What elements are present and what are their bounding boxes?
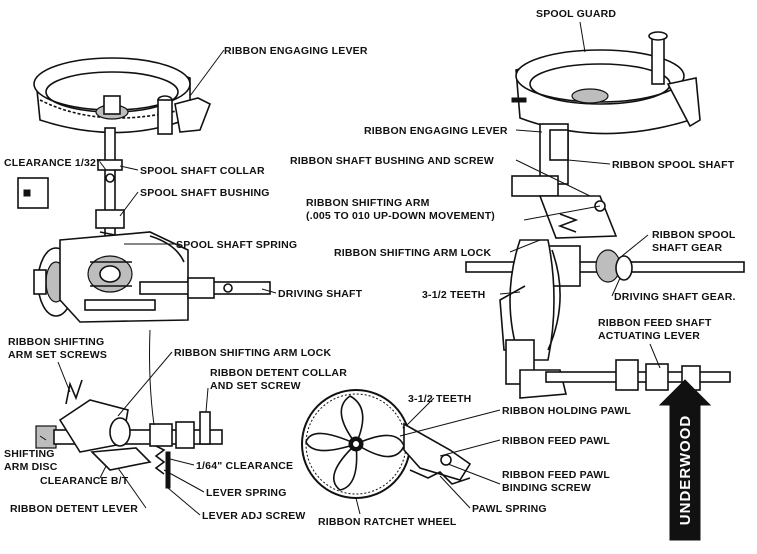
label-lever-spring: LEVER SPRING — [206, 487, 287, 499]
label-ribbon-shaft-bushing-screw: RIBBON SHAFT BUSHING AND SCREW — [290, 155, 494, 167]
label-ribbon-detent-collar-2: AND SET SCREW — [210, 380, 301, 392]
left-spool-shaft — [95, 127, 125, 269]
label-ribbon-shifting-arm-1: RIBBON SHIFTING ARM — [306, 197, 430, 209]
label-ribbon-ratchet-wheel: RIBBON RATCHET WHEEL — [318, 516, 457, 528]
label-clearance-1-64: 1/64" CLEARANCE — [196, 460, 293, 472]
label-ribbon-feed-shaft-2: ACTUATING LEVER — [598, 330, 700, 342]
left-bottom-assembly — [35, 379, 223, 489]
right-spool-cup — [511, 31, 701, 135]
label-shifting-arm-disc-1: SHIFTING — [4, 448, 55, 460]
label-ribbon-engaging-lever-right: RIBBON ENGAGING LEVER — [364, 125, 508, 137]
label-teeth-bottom: 3-1/2 TEETH — [408, 393, 471, 405]
label-driving-shaft-left: DRIVING SHAFT — [278, 288, 363, 300]
label-ribbon-shifting-set-screws-2: ARM SET SCREWS — [8, 349, 107, 361]
label-ribbon-detent-lever: RIBBON DETENT LEVER — [10, 503, 138, 515]
label-pawl-spring: PAWL SPRING — [472, 503, 547, 515]
left-drive-mechanism — [33, 231, 271, 323]
label-spool-shaft-bushing: SPOOL SHAFT BUSHING — [140, 187, 270, 199]
label-ribbon-feed-pawl: RIBBON FEED PAWL — [502, 435, 610, 447]
brand-text: UNDERWOOD — [677, 415, 694, 525]
label-clearance-1-32: CLEARANCE 1/32" — [4, 157, 101, 169]
label-ribbon-detent-collar-1: RIBBON DETENT COLLAR — [210, 367, 347, 379]
label-ribbon-engaging-lever-left: RIBBON ENGAGING LEVER — [224, 45, 368, 57]
label-driving-shaft-gear: DRIVING SHAFT GEAR. — [614, 291, 736, 303]
label-ribbon-holding-pawl: RIBBON HOLDING PAWL — [502, 405, 631, 417]
labels: SPOOL GUARD RIBBON ENGAGING LEVER CLEARA… — [4, 8, 736, 528]
label-ribbon-feed-shaft-1: RIBBON FEED SHAFT — [598, 317, 712, 329]
label-ribbon-feed-pawl-binding-2: BINDING SCREW — [502, 482, 591, 494]
label-ribbon-shifting-set-screws-1: RIBBON SHIFTING — [8, 336, 104, 348]
ratchet-wheel — [301, 389, 472, 499]
label-spool-shaft-spring: SPOOL SHAFT SPRING — [176, 239, 297, 251]
label-ribbon-feed-pawl-binding-1: RIBBON FEED PAWL — [502, 469, 610, 481]
label-teeth-right: 3-1/2 TEETH — [422, 289, 485, 301]
label-lever-adj-screw: LEVER ADJ SCREW — [202, 510, 306, 522]
label-ribbon-spool-gear-1: RIBBON SPOOL — [652, 229, 736, 241]
label-clearance-bt: CLEARANCE B/T — [40, 475, 129, 487]
label-ribbon-spool-gear-2: SHAFT GEAR — [652, 242, 722, 254]
label-shifting-arm-disc-2: ARM DISC — [4, 461, 58, 473]
label-ribbon-shifting-arm-lock-right: RIBBON SHIFTING ARM LOCK — [334, 247, 491, 259]
left-spool-cup — [17, 57, 212, 209]
label-spool-shaft-collar: SPOOL SHAFT COLLAR — [140, 165, 265, 177]
underwood-badge: UNDERWOOD — [658, 379, 712, 541]
right-spool-shaft — [511, 123, 618, 239]
label-spool-guard: SPOOL GUARD — [536, 8, 616, 20]
label-ribbon-shifting-arm-lock-left: RIBBON SHIFTING ARM LOCK — [174, 347, 331, 359]
label-ribbon-shifting-arm-2: (.005 TO 010 UP-DOWN MOVEMENT) — [306, 210, 495, 222]
right-drive-mechanism — [465, 239, 745, 399]
leader-lines — [39, 21, 661, 516]
label-ribbon-spool-shaft: RIBBON SPOOL SHAFT — [612, 159, 735, 171]
